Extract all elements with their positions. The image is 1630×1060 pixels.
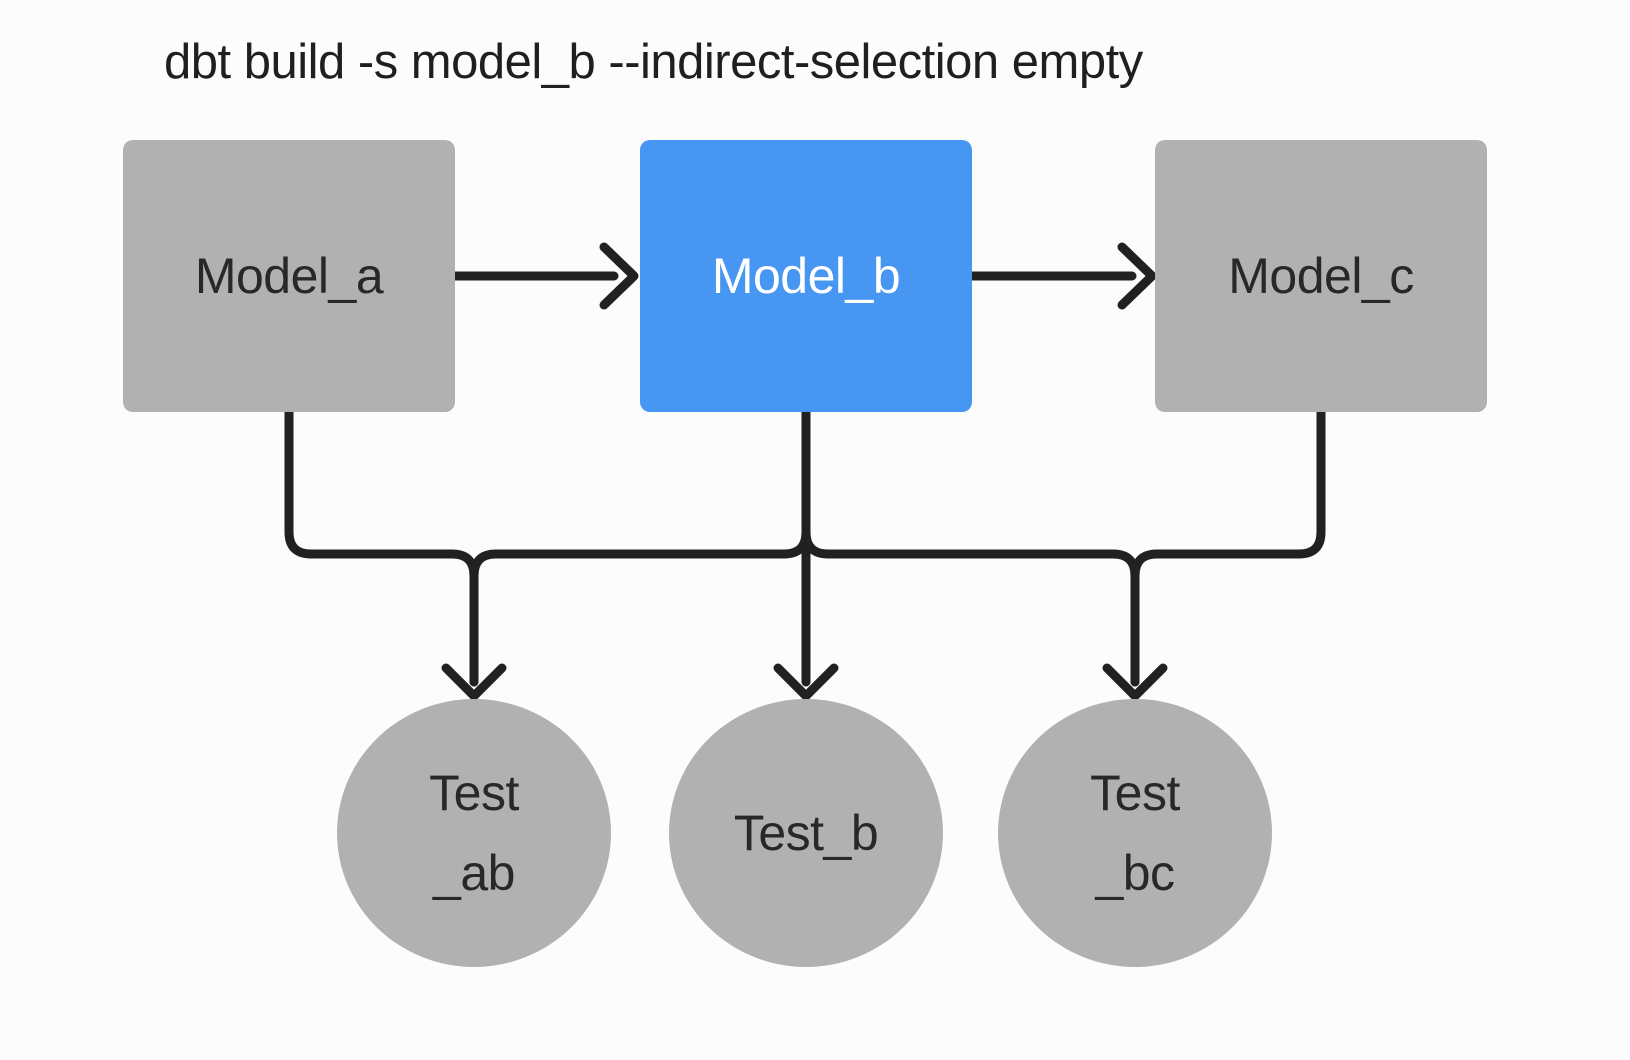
node-test-bc-label-line-1: Test [1090, 765, 1180, 821]
node-test-bc: Test _bc [998, 699, 1272, 967]
edge-model-b-to-test-bc [801, 407, 1140, 687]
arrowhead-test-b-icon [773, 663, 839, 701]
node-test-bc-label-line-2: _bc [1095, 845, 1175, 901]
node-test-b: Test_b [669, 699, 943, 967]
edge-model-c-to-test-bc [1130, 407, 1326, 687]
edge-model-b-to-test-ab [469, 407, 811, 687]
arrowhead-model-b-icon [599, 242, 639, 310]
node-test-ab-label-line-1: Test [429, 765, 519, 821]
node-model-c: Model_c [1155, 140, 1487, 412]
arrowhead-test-bc-icon [1102, 663, 1168, 701]
arrowhead-model-c-icon [1117, 242, 1157, 310]
node-model-b-label: Model_b [711, 248, 901, 304]
node-test-ab: Test _ab [337, 699, 611, 967]
node-model-b-selected: Model_b [640, 140, 972, 412]
node-model-c-label: Model_c [1228, 248, 1414, 304]
node-test-b-label-line-1: Test_b [733, 805, 879, 861]
arrowhead-test-ab-icon [441, 663, 507, 701]
node-test-ab-label-line-2: _ab [433, 845, 515, 901]
node-model-a: Model_a [123, 140, 455, 412]
command-title: dbt build -s model_b --indirect-selectio… [164, 35, 1143, 89]
edge-model-a-to-test-ab [284, 407, 479, 687]
node-model-a-label: Model_a [194, 248, 384, 304]
